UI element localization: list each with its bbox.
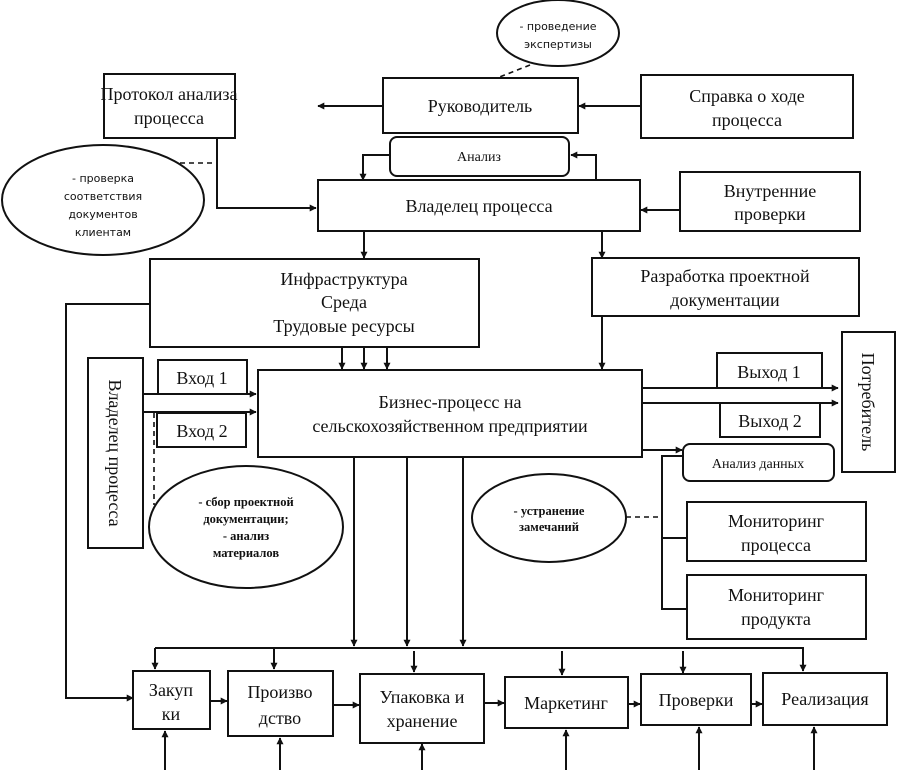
svg-text:Трудовые ресурсы: Трудовые ресурсы [273,316,414,336]
note-document-check: - проверка соответствия документов клиен… [1,144,205,256]
svg-text:соответствия: соответствия [64,190,142,203]
arrow-resources-to-purchasing [65,303,150,702]
node-monitoring-process: Мониторинг процесса [686,501,867,562]
svg-text:Внутренние: Внутренние [724,181,817,201]
note-collection: - сбор проектной документации; - анализ … [148,465,344,589]
node-production: Произво дство [227,670,334,737]
node-monitoring-product: Мониторинг продукта [686,574,867,640]
svg-text:Владелец процесса: Владелец процесса [105,379,125,526]
node-consumer: Потребитель [841,331,896,473]
svg-text:- проведение: - проведение [519,20,596,33]
node-packaging: Упаковка и хранение [359,673,485,744]
svg-text:Проверки: Проверки [659,690,734,710]
svg-text:Вход 2: Вход 2 [176,421,227,441]
node-resources: Инфраструктура Среда Трудовые ресурсы [149,258,480,348]
svg-text:Бизнес-процесс на: Бизнес-процесс на [379,392,522,412]
svg-text:документации;: документации; [203,512,288,526]
svg-text:Выход 2: Выход 2 [738,411,802,431]
node-design-docs: Разработка проектной документации [591,257,860,317]
svg-text:Вход 1: Вход 1 [176,368,227,388]
svg-text:документов: документов [68,208,137,221]
monitoring-bracket [661,455,686,610]
svg-text:процесса: процесса [134,108,204,128]
svg-text:Реализация: Реализация [781,689,868,709]
svg-text:процесса: процесса [741,535,811,555]
node-data-analysis: Анализ данных [682,443,835,482]
node-input-1: Вход 1 [157,359,248,395]
node-purchasing: Закуп ки [132,670,211,730]
svg-text:ки: ки [162,704,181,724]
svg-text:дство: дство [259,708,301,728]
svg-text:Выход 1: Выход 1 [737,362,801,382]
svg-text:- анализ: - анализ [223,529,269,543]
svg-text:документации: документации [670,290,780,310]
svg-text:проверки: проверки [734,204,806,224]
node-analysis: Анализ [389,136,570,177]
svg-text:Разработка проектной: Разработка проектной [640,266,810,286]
svg-text:Мониторинг: Мониторинг [728,585,824,605]
svg-text:Закуп: Закуп [149,680,193,700]
svg-text:материалов: материалов [213,546,280,560]
svg-text:замечаний: замечаний [519,520,579,534]
node-process-owner-top: Владелец процесса [317,179,641,232]
svg-text:Среда: Среда [321,292,367,312]
node-marketing: Маркетинг [504,676,629,729]
note-remediation: - устранение замечаний [471,473,627,563]
svg-text:Мониторинг: Мониторинг [728,511,824,531]
svg-text:- сбор проектной: - сбор проектной [198,495,293,509]
node-output-1: Выход 1 [716,352,823,389]
node-sales: Реализация [762,672,888,726]
node-output-2: Выход 2 [719,402,821,438]
node-process-owner-side: Владелец процесса [87,357,144,549]
svg-text:экспертизы: экспертизы [524,38,592,51]
node-protocol: Протокол анализа процесса [101,73,238,139]
node-internal-audits: Внутренние проверки [679,171,861,232]
svg-text:Маркетинг: Маркетинг [524,693,608,713]
svg-text:Упаковка и: Упаковка и [380,687,465,707]
svg-text:продукта: продукта [741,609,811,629]
svg-text:Потребитель: Потребитель [858,353,878,452]
node-business-process: Бизнес-процесс на сельскохозяйственном п… [257,369,643,458]
node-inspections: Проверки [640,673,752,726]
svg-text:Руководитель: Руководитель [428,96,533,116]
svg-text:Анализ данных: Анализ данных [712,457,804,472]
svg-text:Анализ: Анализ [457,150,501,165]
svg-text:процесса: процесса [712,110,782,130]
svg-text:- проверка: - проверка [72,172,134,185]
node-input-2: Вход 2 [156,412,247,448]
note-expertise: - проведение экспертизы [496,0,620,67]
arrow-protocol-to-owner [216,138,317,212]
svg-text:Справка о ходе: Справка о ходе [689,86,805,106]
arrow-analysis-to-owner [359,154,389,181]
svg-text:Владелец процесса: Владелец процесса [405,196,552,216]
dashed-link-expertise [491,64,531,81]
arrow-owner-to-analysis [570,151,597,180]
svg-text:Протокол анализа: Протокол анализа [101,84,238,104]
svg-text:Произво: Произво [247,682,312,702]
svg-text:Инфраструктура: Инфраструктура [280,269,407,289]
svg-text:- устранение: - устранение [514,504,585,518]
svg-text:хранение: хранение [387,711,458,731]
svg-text:клиентам: клиентам [75,226,131,239]
node-progress-report: Справка о ходе процесса [640,74,854,139]
svg-text:сельскохозяйственном предприят: сельскохозяйственном предприятии [312,416,588,436]
node-manager: Руководитель [382,77,579,134]
